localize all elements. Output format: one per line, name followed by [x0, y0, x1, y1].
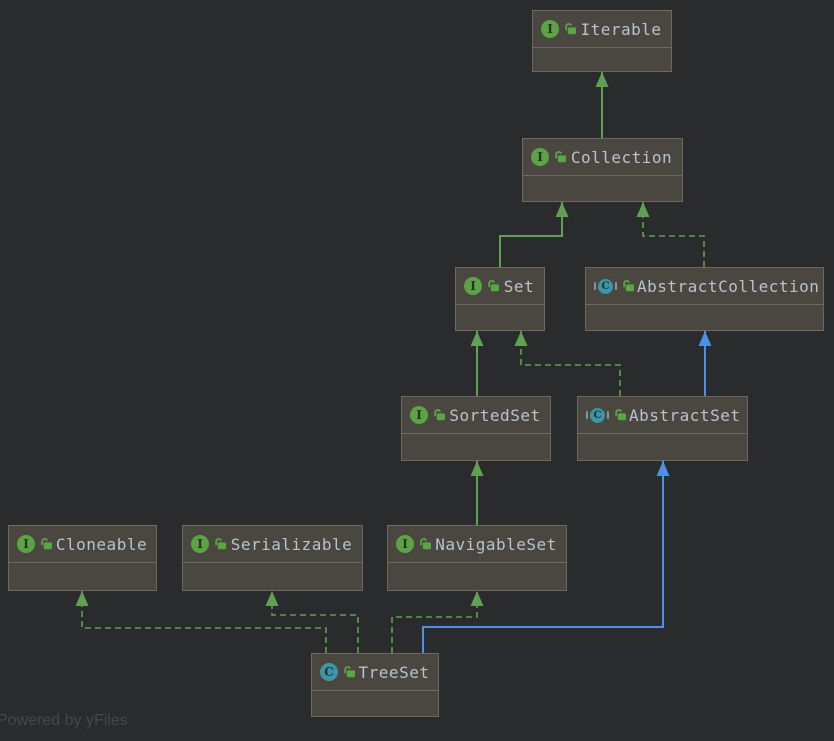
- public-open-lock-icon: [433, 406, 446, 425]
- node-body: [402, 434, 550, 458]
- edge-abstract-set-to-set[interactable]: [514, 331, 621, 396]
- node-body: [533, 48, 671, 72]
- node-label: AbstractCollection: [637, 276, 820, 296]
- node-body: [312, 691, 438, 715]
- abstract-class-icon: C: [594, 278, 617, 294]
- edge-sorted-set-to-set[interactable]: [470, 331, 484, 396]
- public-open-lock-icon: [622, 277, 635, 296]
- interface-icon: I: [17, 535, 35, 553]
- public-open-lock-icon: [343, 663, 356, 682]
- arrowhead-icon: [470, 461, 484, 476]
- abstract-paren-bar: [586, 411, 588, 419]
- interface-icon: I: [464, 277, 482, 295]
- class-node-abstract-set[interactable]: C AbstractSet: [577, 396, 748, 461]
- arrowhead-icon: [698, 331, 712, 346]
- abstract-class-circle: C: [590, 407, 605, 423]
- public-open-lock-icon: [614, 406, 627, 425]
- arrowhead-icon: [265, 591, 279, 606]
- edge-collection-to-iterable[interactable]: [595, 72, 609, 138]
- node-label: Set: [503, 276, 535, 296]
- arrowhead-icon: [555, 202, 569, 217]
- node-label: Cloneable: [55, 534, 148, 554]
- abstract-class-icon: C: [586, 407, 609, 423]
- node-body: [9, 563, 156, 587]
- arrowhead-icon: [75, 591, 89, 606]
- node-label: SortedSet: [449, 405, 541, 425]
- node-title-row[interactable]: C AbstractCollection: [586, 268, 823, 305]
- arrowhead-icon: [470, 331, 484, 346]
- node-title-row[interactable]: I Cloneable: [9, 526, 156, 563]
- edge-set-to-collection[interactable]: [499, 202, 569, 267]
- arrowhead-icon: [514, 331, 528, 346]
- interface-icon: I: [396, 535, 414, 553]
- abstract-paren-bar: [607, 411, 609, 419]
- arrowhead-icon: [636, 202, 650, 217]
- class-node-navigable-set[interactable]: I NavigableSet: [387, 525, 567, 591]
- class-node-set[interactable]: I Set: [455, 267, 545, 331]
- node-label: Collection: [570, 147, 673, 167]
- node-label: AbstractSet: [629, 405, 741, 425]
- class-node-abstract-collection[interactable]: C AbstractCollection: [585, 267, 824, 331]
- arrowhead-icon: [656, 461, 670, 476]
- node-body: [183, 563, 362, 587]
- abstract-paren-bar: [594, 282, 596, 290]
- node-title-row[interactable]: I Iterable: [533, 11, 671, 48]
- edge-navigable-set-to-sorted-set[interactable]: [470, 461, 484, 525]
- node-body: [578, 434, 747, 458]
- class-node-cloneable[interactable]: I Cloneable: [8, 525, 157, 591]
- class-node-collection[interactable]: I Collection: [522, 138, 683, 202]
- edge-tree-set-to-abstract-set[interactable]: [422, 461, 670, 653]
- class-node-serializable[interactable]: I Serializable: [182, 525, 363, 591]
- arrowhead-icon: [470, 591, 484, 606]
- node-body: [456, 305, 544, 329]
- public-open-lock-icon: [554, 148, 567, 167]
- node-title-row[interactable]: I NavigableSet: [388, 526, 566, 563]
- class-node-iterable[interactable]: I Iterable: [532, 10, 672, 72]
- node-label: Iterable: [580, 19, 662, 39]
- public-open-lock-icon: [419, 535, 432, 554]
- edge-abstract-collection-to-collection[interactable]: [636, 202, 705, 267]
- node-label: NavigableSet: [435, 534, 557, 554]
- node-body: [523, 176, 682, 200]
- public-open-lock-icon: [214, 535, 227, 554]
- node-title-row[interactable]: C AbstractSet: [578, 397, 747, 434]
- public-open-lock-icon: [40, 535, 53, 554]
- class-icon: C: [320, 663, 338, 681]
- interface-icon: I: [541, 20, 559, 38]
- node-title-row[interactable]: C TreeSet: [312, 654, 438, 691]
- interface-icon: I: [191, 535, 209, 553]
- node-title-row[interactable]: I Set: [456, 268, 544, 305]
- abstract-class-circle: C: [598, 278, 613, 294]
- node-title-row[interactable]: I SortedSet: [402, 397, 550, 434]
- interface-icon: I: [410, 406, 428, 424]
- node-label: TreeSet: [358, 662, 430, 682]
- arrowhead-icon: [595, 72, 609, 87]
- interface-icon: I: [531, 148, 549, 166]
- edge-tree-set-to-cloneable[interactable]: [75, 591, 327, 653]
- node-label: Serializable: [230, 534, 353, 554]
- public-open-lock-icon: [487, 277, 500, 296]
- class-node-sorted-set[interactable]: I SortedSet: [401, 396, 551, 461]
- public-open-lock-icon: [564, 20, 577, 39]
- node-title-row[interactable]: I Collection: [523, 139, 682, 176]
- edge-abstract-set-to-abstract-collection[interactable]: [698, 331, 712, 396]
- edge-tree-set-to-navigable-set[interactable]: [391, 591, 484, 653]
- class-node-tree-set[interactable]: C TreeSet: [311, 653, 439, 717]
- abstract-paren-bar: [615, 282, 617, 290]
- edge-tree-set-to-serializable[interactable]: [265, 591, 359, 653]
- node-body: [586, 305, 823, 329]
- node-title-row[interactable]: I Serializable: [183, 526, 362, 563]
- yfiles-watermark: Powered by yFiles: [0, 712, 128, 729]
- node-body: [388, 563, 566, 587]
